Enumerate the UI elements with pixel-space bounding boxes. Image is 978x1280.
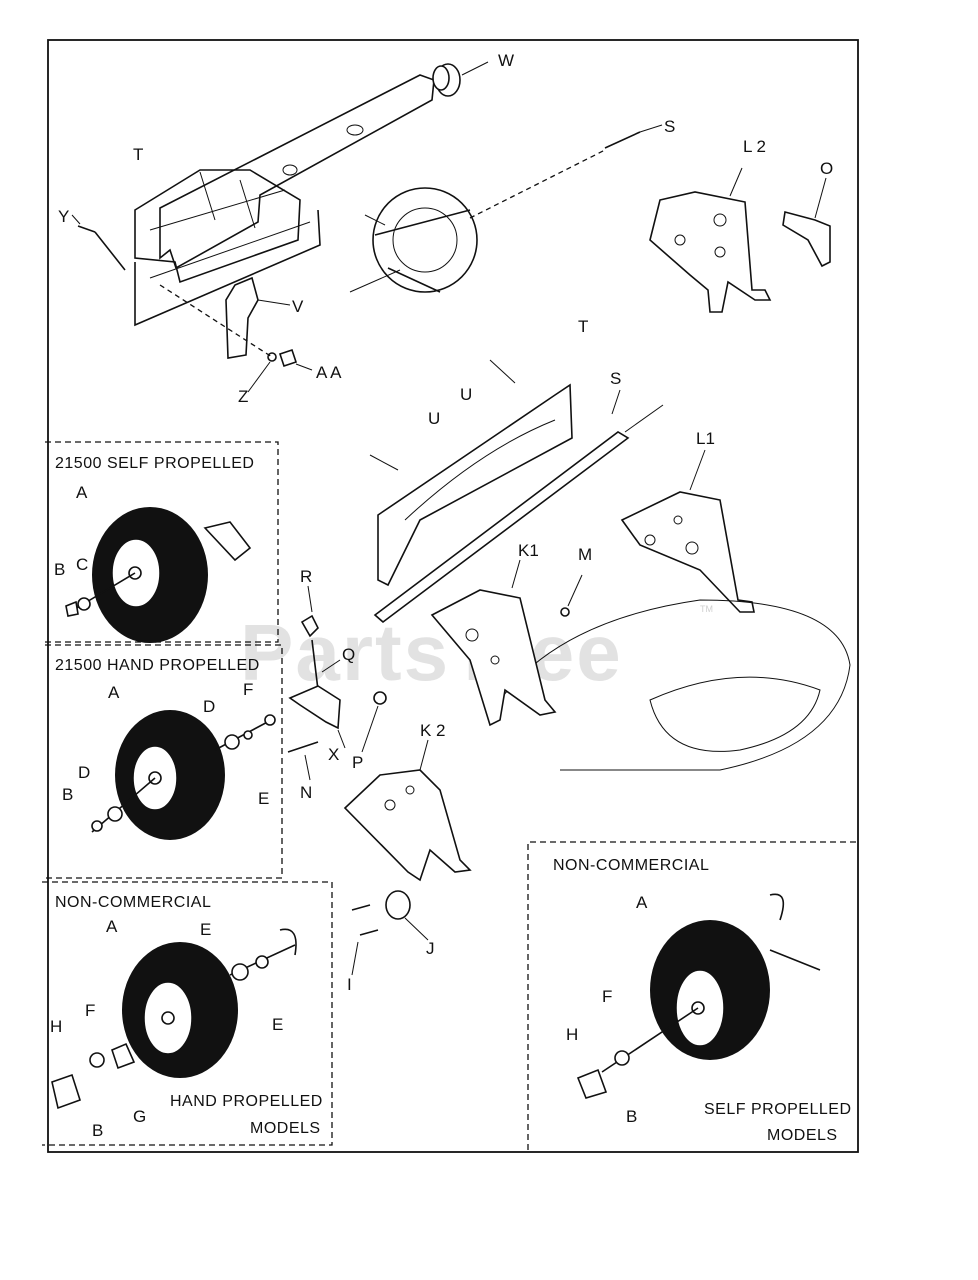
callout-z: Z (238, 387, 248, 406)
callout-v: V (292, 297, 304, 316)
callout-x: X (328, 745, 339, 764)
callout-label: B (626, 1107, 637, 1126)
callout-label: H (50, 1017, 62, 1036)
callout-y: Y (58, 207, 69, 226)
lower-bracket-parts (343, 739, 472, 976)
callout-m: M (578, 545, 592, 564)
callout-s: S (610, 369, 621, 388)
inset-title: NON-COMMERCIAL (55, 894, 211, 911)
callout-l2: L 2 (743, 137, 766, 156)
callout-j: J (426, 939, 435, 958)
callouts: W S T Y L 2 O V Z A A T S U U L1 K1 M R … (58, 51, 833, 994)
handle-bracket-parts (287, 585, 387, 781)
inset-title: 21500 HAND PROPELLED (55, 657, 260, 674)
callout-u: U (428, 409, 440, 428)
callout-label: E (258, 789, 269, 808)
callout-label: A (106, 917, 118, 936)
callout-l1: L1 (696, 429, 715, 448)
callout-label: D (203, 697, 215, 716)
callout-label: B (54, 560, 65, 579)
callout-q: Q (342, 645, 355, 664)
callout-n: N (300, 783, 312, 802)
callout-label: F (85, 1001, 95, 1020)
callout-t: T (578, 317, 588, 336)
inset-non-commercial-self: NON-COMMERCIAL A F H B SELF PROPELLED MO… (527, 841, 856, 1150)
footer-text: MODELS (250, 1120, 321, 1137)
callout-o: O (820, 159, 833, 178)
middle-assembly (369, 359, 851, 771)
footer-text: HAND PROPELLED (170, 1093, 323, 1110)
callout-label: H (566, 1025, 578, 1044)
callout-label: G (133, 1107, 146, 1126)
callout-label: C (76, 555, 88, 574)
diagram-frame (47, 39, 859, 1153)
callout-k2: K 2 (420, 721, 446, 740)
footer-text: MODELS (767, 1127, 838, 1144)
callout-label: F (602, 987, 612, 1006)
callout-u: U (460, 385, 472, 404)
callout-label: D (78, 763, 90, 782)
inset-title: NON-COMMERCIAL (553, 857, 709, 874)
callout-w: W (498, 51, 514, 70)
footer-text: SELF PROPELLED (704, 1101, 852, 1118)
callout-i: I (347, 975, 352, 994)
watermark-trademark: TM (700, 604, 713, 614)
callout-label: B (92, 1121, 103, 1140)
callout-label: F (243, 680, 253, 699)
inset-non-commercial-hand: NON-COMMERCIAL A E E H F G B HAND PROPEL… (42, 881, 333, 1146)
watermark: PartsTree (240, 608, 623, 697)
callout-k1: K1 (518, 541, 539, 560)
inset-21500-hand-propelled: 21500 HAND PROPELLED A D F D B E (45, 644, 283, 879)
upper-assembly (71, 61, 831, 393)
callout-label: E (272, 1015, 283, 1034)
callout-t: T (133, 145, 143, 164)
callout-label: A (76, 483, 88, 502)
callout-s: S (664, 117, 675, 136)
callout-label: B (62, 785, 73, 804)
inset-title: 21500 SELF PROPELLED (55, 455, 254, 472)
callout-label: A (636, 893, 648, 912)
callout-aa: A A (316, 363, 342, 382)
callout-p: P (352, 753, 363, 772)
callout-label: A (108, 683, 120, 702)
callout-label: E (200, 920, 211, 939)
inset-21500-self-propelled: 21500 SELF PROPELLED A B C (45, 441, 279, 643)
callout-r: R (300, 567, 312, 586)
